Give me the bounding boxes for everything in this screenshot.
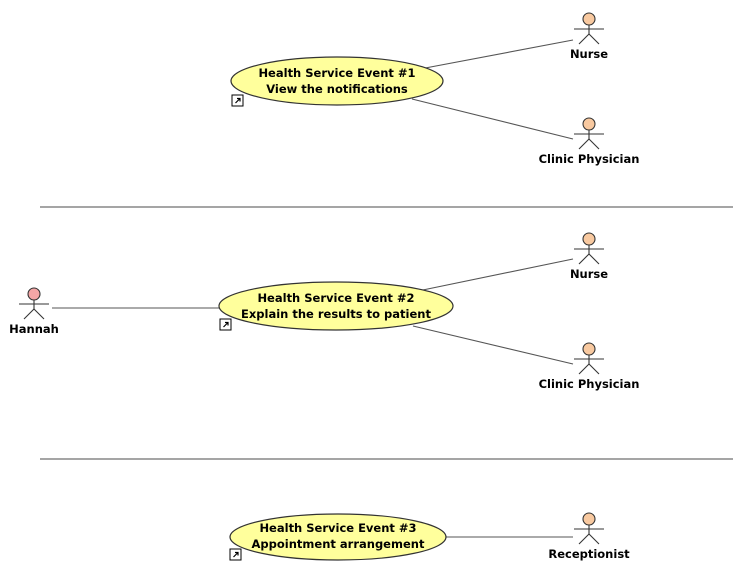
use-case-ellipse[interactable] <box>230 56 444 106</box>
actor-label: Clinic Physician <box>539 152 640 166</box>
use-case-ellipse[interactable] <box>229 513 447 561</box>
association-uc2-physician[interactable] <box>412 325 574 365</box>
use-case-3[interactable]: Health Service Event #3 Appointment arra… <box>229 513 447 561</box>
use-case-ellipse[interactable] <box>218 281 454 331</box>
actor-nurse-2[interactable]: Nurse <box>570 232 608 281</box>
association-uc1-nurse[interactable] <box>419 39 574 70</box>
use-case-title: Health Service Event #1 <box>258 66 415 80</box>
actor-head <box>582 232 596 246</box>
actor-clinic-physician-2[interactable]: Clinic Physician <box>539 342 640 391</box>
actor-nurse-1[interactable]: Nurse <box>570 12 608 61</box>
link-shortcut-icon[interactable] <box>229 548 242 561</box>
actor-clinic-physician-1[interactable]: Clinic Physician <box>539 117 640 166</box>
actor-head <box>27 287 41 301</box>
link-shortcut-icon[interactable] <box>231 94 244 107</box>
use-case-1[interactable]: Health Service Event #1 View the notific… <box>230 56 444 107</box>
link-shortcut-icon[interactable] <box>219 318 232 331</box>
actor-head <box>582 12 596 26</box>
actor-label: Hannah <box>9 322 59 336</box>
actor-hannah[interactable]: Hannah <box>9 287 59 336</box>
actor-label: Clinic Physician <box>539 377 640 391</box>
actor-label: Nurse <box>570 47 608 61</box>
use-case-name: Appointment arrangement <box>252 537 425 551</box>
association-uc1-physician[interactable] <box>411 98 574 140</box>
actor-label: Nurse <box>570 267 608 281</box>
use-case-name: Explain the results to patient <box>241 307 431 321</box>
actor-head <box>582 512 596 526</box>
association-uc2-nurse[interactable] <box>417 258 574 292</box>
use-case-title: Health Service Event #3 <box>259 521 416 535</box>
actor-head <box>582 117 596 131</box>
actor-label: Receptionist <box>548 547 630 561</box>
use-case-name: View the notifications <box>266 82 408 96</box>
use-case-title: Health Service Event #2 <box>257 291 414 305</box>
actor-receptionist[interactable]: Receptionist <box>548 512 630 561</box>
use-case-2[interactable]: Health Service Event #2 Explain the resu… <box>218 281 454 331</box>
actor-head <box>582 342 596 356</box>
